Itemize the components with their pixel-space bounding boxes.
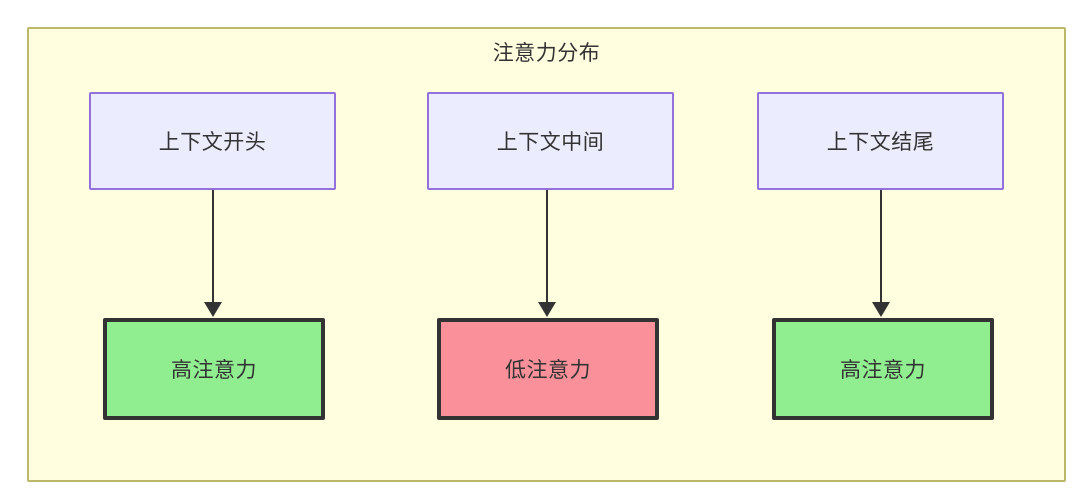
node-label: 高注意力 <box>171 359 257 382</box>
node-label: 上下文中间 <box>496 131 605 154</box>
node-label: 高注意力 <box>840 359 926 382</box>
subgraph-title: 注意力分布 <box>492 42 601 65</box>
node-context-middle[interactable]: 上下文中间 <box>427 92 674 190</box>
node-context-end[interactable]: 上下文结尾 <box>757 92 1004 190</box>
node-attention-end[interactable]: 高注意力 <box>772 318 994 420</box>
node-context-start[interactable]: 上下文开头 <box>89 92 336 190</box>
node-label: 上下文结尾 <box>826 131 935 154</box>
node-attention-start[interactable]: 高注意力 <box>103 318 325 420</box>
node-label: 上下文开头 <box>158 131 267 154</box>
node-attention-middle[interactable]: 低注意力 <box>437 318 659 420</box>
node-label: 低注意力 <box>505 359 591 382</box>
